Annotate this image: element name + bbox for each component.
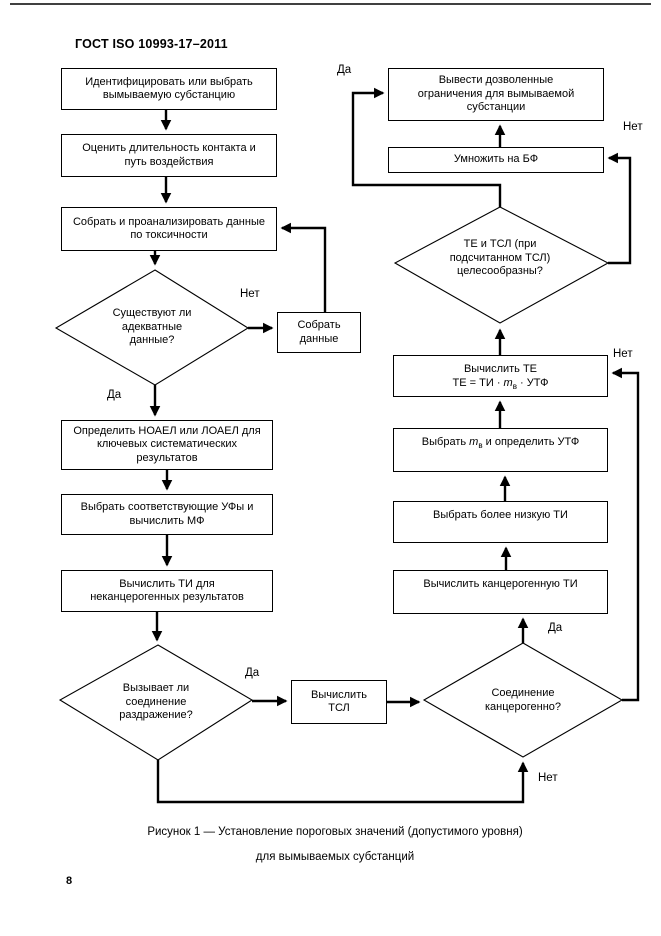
label-no-irritation: Нет: [538, 772, 558, 784]
label-yes-te-tsl: Да: [337, 64, 352, 76]
label-yes-irritation: Да: [245, 667, 260, 679]
arrow-tetsl-no-to-multiplybf: [607, 152, 632, 265]
label-no-carcinogenic: Нет: [613, 348, 633, 360]
box-lower-ti: Выбрать более низкую ТИ: [393, 501, 608, 543]
page-number: 8: [66, 875, 73, 887]
box-collect-data: Собрать данные: [277, 312, 361, 353]
decision-irritation-shape: [58, 644, 254, 761]
decision-adequate-data-shape: [54, 269, 250, 386]
label-yes-carcinogenic: Да: [548, 622, 563, 634]
compute-te-title: Вычислить ТЕ: [463, 363, 538, 375]
label-yes-adequate: Да: [107, 389, 122, 401]
box-multiply-bf: Умножить на БФ: [388, 147, 604, 173]
box-ti-carcinogenic: Вычислить канцерогенную ТИ: [393, 570, 608, 614]
box-compute-te: Вычислить ТЕ ТЕ = ТИ · mв · УТФ: [393, 355, 608, 397]
decision-irritation-text: Вызывает ли соединение раздражение?: [119, 682, 193, 721]
label-no-te-tsl: Нет: [623, 121, 643, 133]
box-select-mb: Выбрать mв и определить УТФ: [393, 428, 608, 472]
decision-carcinogenic-text: Соединение канцерогенно?: [484, 687, 562, 713]
arrow-collectdata-loop: [280, 222, 327, 312]
label-no-adequate: Нет: [240, 288, 260, 300]
arrow-irritation-no-bottom: [156, 760, 529, 804]
box-collect-analyze: Собрать и проанализировать данные по ток…: [61, 207, 277, 251]
box-ti-noncarcinogenic: Вычислить ТИ для неканцерогенных результ…: [61, 570, 273, 612]
box-noael-loael: Определить НОАЕЛ или ЛОАЕЛ для ключевых …: [61, 420, 273, 470]
figure-caption-line2: для вымываемых субстанций: [255, 851, 415, 863]
compute-te-formula: ТЕ = ТИ · mв · УТФ: [452, 376, 549, 391]
box-derive-limits: Вывести дозволенные ограничения для вымы…: [388, 68, 604, 121]
arrow-tetsl-yes-to-limits: [351, 87, 502, 207]
decision-te-tsl-shape: [393, 206, 610, 324]
decision-adequate-data-text: Существуют ли адекватные данные?: [112, 307, 192, 346]
box-assess-contact: Оценить длительность контакта и путь воз…: [61, 134, 277, 177]
box-compute-tsl: Вычислить ТСЛ: [291, 680, 387, 724]
select-mb-text: Выбрать mв и определить УТФ: [421, 436, 580, 451]
figure-caption-line1: Рисунок 1 — Установление пороговых значе…: [147, 826, 523, 838]
box-select-uf: Выбрать соответствующие УФы и вычислить …: [61, 494, 273, 535]
arrow-carc-no-to-computete: [611, 367, 640, 702]
box-identify-substance: Идентифицировать или выбрать вымываемую …: [61, 68, 277, 110]
page-title: ГОСТ ISO 10993-17–2011: [75, 37, 228, 51]
decision-carcinogenic-shape: [422, 642, 624, 758]
decision-te-tsl-text: ТЕ и ТСЛ (при подсчитанном ТСЛ) целесооб…: [449, 238, 551, 277]
